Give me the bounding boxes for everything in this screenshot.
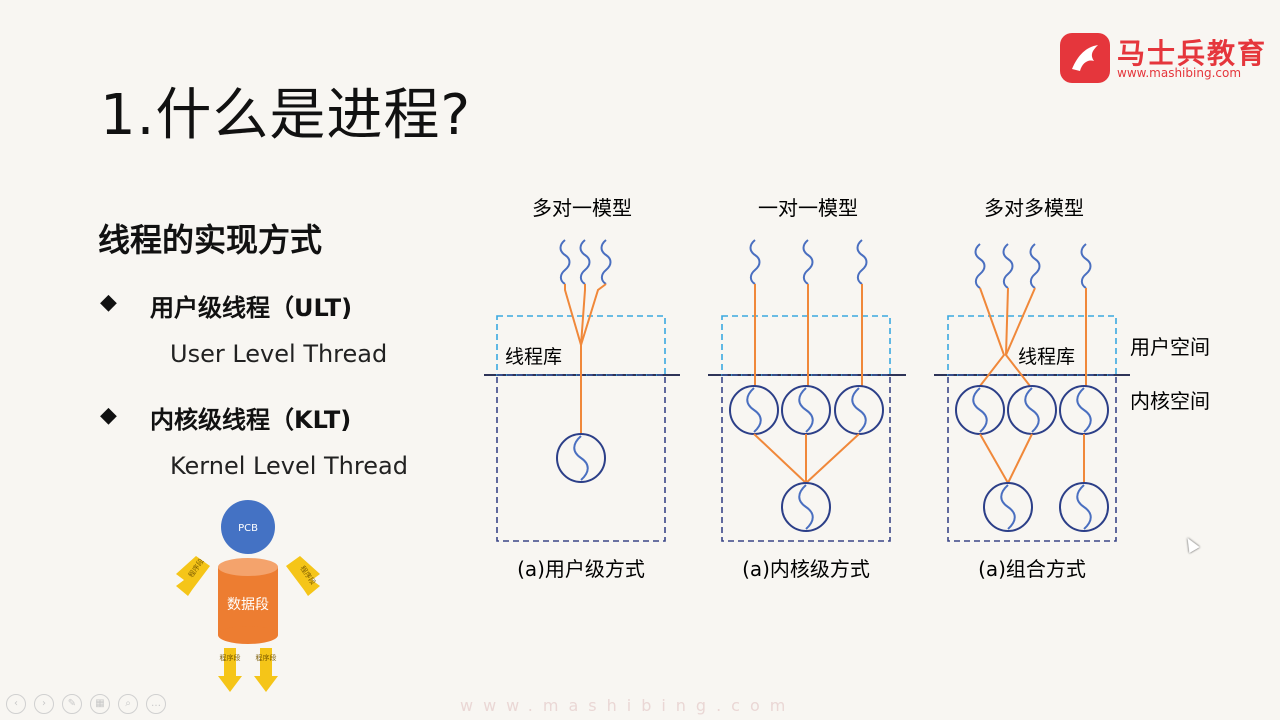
more-options-icon[interactable]: … [146, 694, 166, 714]
diamond-bullet-icon: ◆ [100, 403, 117, 428]
user-thread-icon [1080, 243, 1092, 289]
user-thread-icon [802, 239, 814, 285]
user-thread-icon [559, 239, 571, 285]
model-title-many-to-one: 多对一模型 [532, 196, 632, 220]
model-many-to-many: 线程库 (a)组合方式 [947, 243, 1117, 581]
user-thread-icon [749, 239, 761, 285]
svg-text:程序段: 程序段 [256, 653, 277, 662]
pcb-label: PCB [238, 523, 258, 534]
kernel-thread-icon [1059, 482, 1109, 532]
model-title-one-to-one: 一对一模型 [758, 196, 858, 220]
diamond-bullet-icon: ◆ [100, 290, 117, 315]
kernel-thread-icon [781, 482, 831, 532]
caption-user-level: (a)用户级方式 [517, 557, 645, 581]
kernel-thread-icon [1059, 385, 1109, 435]
logo-url: www.mashibing.com [1117, 66, 1242, 80]
kernel-thread-icon [955, 385, 1005, 435]
logo-icon [1060, 33, 1110, 83]
bullet-sub-ult: User Level Thread [170, 340, 388, 368]
model-title-many-to-many: 多对多模型 [984, 196, 1084, 220]
kernel-thread-icon [1007, 385, 1057, 435]
next-slide-icon[interactable]: › [34, 694, 54, 714]
kernel-thread-icon [983, 482, 1033, 532]
bullet-sub-klt: Kernel Level Thread [170, 452, 408, 480]
data-segment-cylinder [218, 567, 278, 635]
user-thread-icon [974, 243, 986, 289]
arrow-down-right-icon: 程序段 [254, 648, 278, 692]
slideshow-toolbar: ‹ › ✎ ▦ ⌕ … [6, 694, 166, 714]
section-title: 线程的实现方式 [98, 221, 323, 259]
kernel-thread-icon [729, 385, 779, 435]
pen-icon[interactable]: ✎ [62, 694, 82, 714]
bullet-label-ult: 用户级线程（ULT) [150, 294, 353, 322]
prev-slide-icon[interactable]: ‹ [6, 694, 26, 714]
bullet-label-klt: 内核级线程（KLT) [150, 406, 352, 434]
user-thread-icon [856, 239, 868, 285]
user-thread-icon [1002, 243, 1014, 289]
slide-title: 1.什么是进程? [100, 83, 472, 148]
arrow-down-left-icon: 程序段 [218, 648, 242, 692]
arrow-right-icon: 程序段 [286, 556, 320, 596]
user-space-label: 用户空间 [1130, 335, 1210, 359]
user-thread-icon [579, 239, 591, 285]
slides-grid-icon[interactable]: ▦ [90, 694, 110, 714]
pcb-circle [221, 500, 275, 554]
arrow-left-icon: 程序段 [176, 556, 210, 596]
kernel-thread-icon [834, 385, 884, 435]
svg-text:程序段: 程序段 [220, 653, 241, 662]
logo-name: 马士兵教育 [1117, 37, 1268, 70]
thread-library-label: 线程库 [1018, 346, 1075, 368]
zoom-icon[interactable]: ⌕ [118, 694, 138, 714]
user-thread-icon [1029, 243, 1041, 289]
caption-kernel-level: (a)内核级方式 [742, 557, 870, 581]
model-one-to-one: (a)内核级方式 [721, 239, 891, 581]
thread-library-label: 线程库 [505, 346, 562, 368]
model-many-to-one: 线程库 (a)用户级方式 [496, 239, 666, 581]
footer-url: www.mashibing.com [460, 696, 796, 715]
kernel-space-label: 内核空间 [1130, 389, 1210, 413]
caption-combined: (a)组合方式 [978, 557, 1086, 581]
kernel-thread-icon [781, 385, 831, 435]
data-segment-label: 数据段 [227, 597, 269, 613]
kernel-thread-icon [556, 433, 606, 483]
user-thread-icon [600, 239, 612, 285]
